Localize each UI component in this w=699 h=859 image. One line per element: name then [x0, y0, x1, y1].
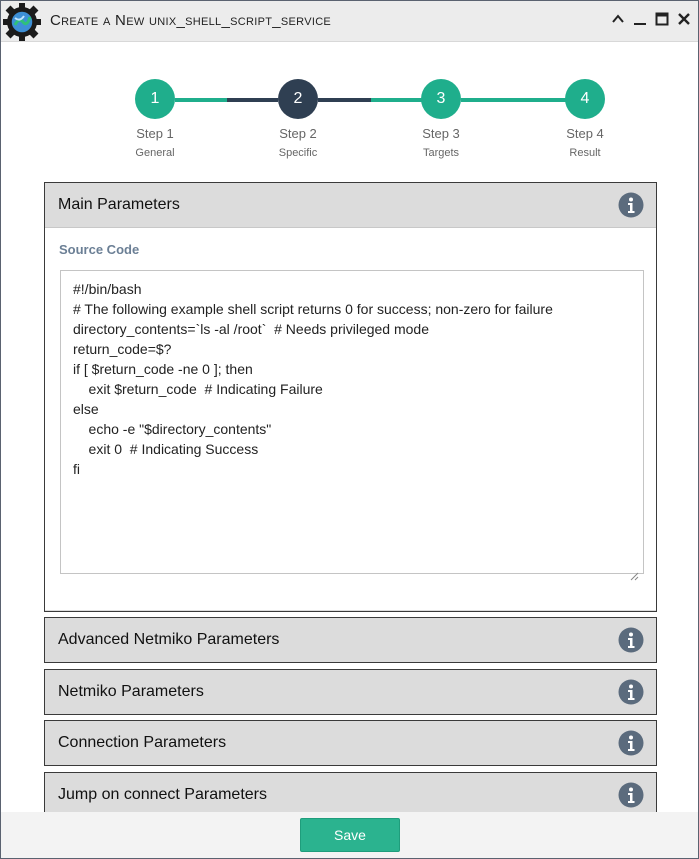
connection-parameters-panel: Connection Parameters	[44, 720, 657, 766]
maximize-icon[interactable]	[654, 9, 670, 29]
info-icon[interactable]	[618, 192, 644, 218]
step-connector-2	[318, 98, 371, 102]
step-4-sub: Result	[569, 147, 601, 159]
save-button[interactable]: Save	[300, 818, 400, 852]
dialog-content: 1 Step 1 General 2 Step 2 Specific 3 Ste…	[1, 42, 698, 817]
step-connector-3	[461, 98, 566, 102]
close-icon[interactable]	[676, 9, 692, 29]
step-1-circle[interactable]: 1	[135, 79, 175, 119]
source-code-textarea[interactable]: #!/bin/bash # The following example shel…	[60, 270, 644, 574]
step-1-sub: General	[135, 147, 175, 159]
step-4-label: Step 4	[566, 126, 604, 141]
resize-grip-icon[interactable]	[630, 572, 639, 581]
source-code-label: Source Code	[59, 242, 140, 257]
app-logo-icon	[3, 3, 41, 41]
window-controls	[610, 9, 692, 29]
step-2-label: Step 2	[279, 126, 317, 141]
info-icon[interactable]	[618, 782, 644, 808]
window-title-text: Create a New unix_shell_script_service	[50, 12, 332, 29]
step-3-number: 3	[436, 90, 446, 107]
advanced-netmiko-parameters-header[interactable]: Advanced Netmiko Parameters	[45, 618, 656, 662]
step-3-circle[interactable]: 3	[421, 79, 461, 119]
wizard-stepper: 1 Step 1 General 2 Step 2 Specific 3 Ste…	[1, 42, 698, 172]
step-2-sub: Specific	[278, 147, 318, 159]
panel-title: Jump on connect Parameters	[58, 786, 267, 803]
main-parameters-header[interactable]: Main Parameters	[45, 183, 656, 227]
minimize-icon[interactable]	[632, 9, 648, 29]
step-2-circle[interactable]: 2	[278, 79, 318, 119]
info-icon[interactable]	[618, 627, 644, 653]
step-1-label: Step 1	[136, 126, 174, 141]
step-4-circle[interactable]: 4	[565, 79, 605, 119]
window-title: Create a New unix_shell_script_service	[50, 12, 331, 29]
step-4-number: 4	[580, 90, 590, 107]
title-bar[interactable]: Create a New unix_shell_script_service	[1, 1, 698, 42]
panel-title: Advanced Netmiko Parameters	[58, 631, 280, 648]
step-3-sub: Targets	[422, 147, 460, 159]
panel-title: Netmiko Parameters	[58, 683, 204, 700]
chevron-up-icon[interactable]	[610, 9, 626, 29]
step-3-label: Step 3	[422, 126, 460, 141]
jump-on-connect-parameters-header[interactable]: Jump on connect Parameters	[45, 773, 656, 817]
step-connector-2b	[371, 98, 422, 102]
netmiko-parameters-panel: Netmiko Parameters	[44, 669, 657, 715]
step-connector-1	[175, 98, 227, 102]
jump-on-connect-parameters-panel: Jump on connect Parameters	[44, 772, 657, 817]
connection-parameters-header[interactable]: Connection Parameters	[45, 721, 656, 765]
panel-title: Connection Parameters	[58, 734, 227, 751]
step-1-number: 1	[150, 90, 160, 107]
step-connector-1b	[227, 98, 278, 102]
step-2-number: 2	[293, 90, 303, 107]
advanced-netmiko-parameters-panel: Advanced Netmiko Parameters	[44, 617, 657, 663]
panel-title: Main Parameters	[58, 196, 180, 213]
main-parameters-body: Source Code #!/bin/bash # The following …	[45, 227, 656, 610]
dialog-footer: Save	[1, 812, 698, 858]
info-icon[interactable]	[618, 679, 644, 705]
info-icon[interactable]	[618, 730, 644, 756]
netmiko-parameters-header[interactable]: Netmiko Parameters	[45, 670, 656, 714]
main-parameters-panel: Main Parameters Source Code #!/bin/bash …	[44, 182, 657, 612]
